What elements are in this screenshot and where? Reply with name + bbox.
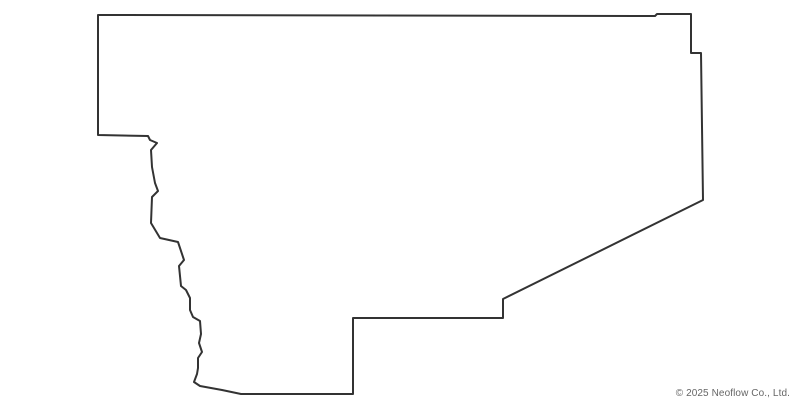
region-boundary[interactable]	[97, 13, 704, 395]
map-attribution: © 2025 Neoflow Co., Ltd.	[675, 388, 790, 399]
